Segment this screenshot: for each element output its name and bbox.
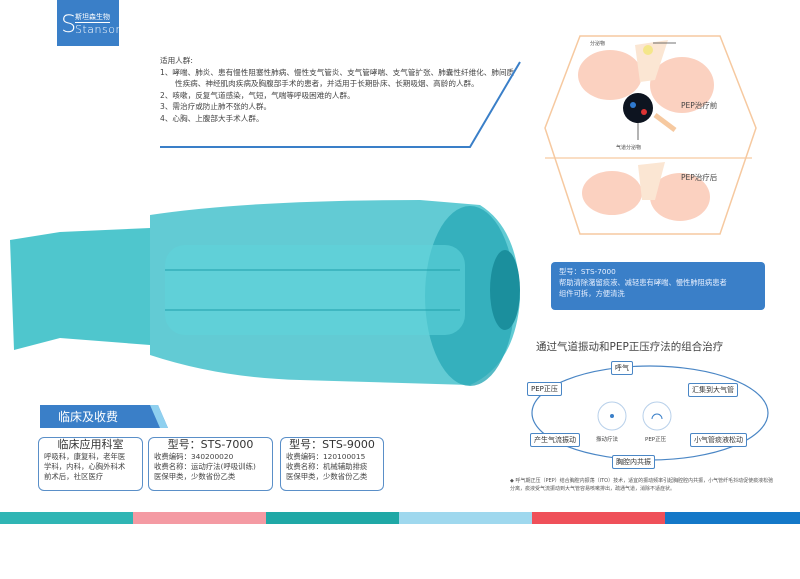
color-stripe — [0, 512, 134, 524]
therapy-footnote: ◆ 呼气期正压（PEP）结合胸腔内振荡（ITO）技术，适宜的振动频率引起胸腔腔内… — [510, 478, 774, 492]
target-group-title: 适用人群: — [160, 56, 193, 65]
target-item: 3、需治疗或防止肺不张的人群。 — [160, 102, 272, 111]
airway-secretion-label: 气道分泌物 — [616, 145, 642, 151]
node-collect: 汇集到大气管 — [688, 383, 738, 397]
vibration-icon — [597, 401, 627, 431]
brand-logo: S 斯坦森生物 Stanson — [57, 0, 122, 46]
section-bar — [40, 405, 168, 428]
card-departments: 临床应用科室 呼吸科，康复科，老年医 学科，内科，心胸外科术 前术后，社区医疗 — [38, 437, 143, 491]
node-pep: PEP正压 — [527, 382, 562, 396]
pep-device-image — [10, 200, 520, 386]
target-item: 4、心胸、上腹部大手术人群。 — [160, 113, 264, 123]
card-sts7000: 型号：STS-7000 收费编码：340200020 收费名称：运动疗法(呼吸训… — [148, 437, 273, 491]
color-stripe — [266, 512, 400, 524]
node-resonance: 胸腔内共振 — [612, 455, 655, 469]
color-stripe — [133, 512, 267, 524]
lung-before-illustration — [578, 40, 714, 140]
color-stripe — [532, 512, 666, 524]
lung-after-illustration — [582, 162, 710, 221]
node-loosen: 小气管痰液松动 — [690, 433, 747, 447]
section-title: 临床及收费 — [58, 410, 119, 424]
card-line: 收费编码：340200020 — [154, 452, 234, 461]
card-title: 临床应用科室 — [57, 438, 124, 451]
product-model: 型号：STS-7000 — [559, 267, 616, 276]
node-vibration: 产生气流振动 — [530, 433, 580, 447]
color-stripe — [665, 512, 800, 524]
before-label: PEP治疗前 — [681, 101, 718, 110]
card-line: 医保甲类，少数省份乙类 — [154, 472, 236, 481]
product-info-box: 型号：STS-7000 帮助清除潴留痰液、减轻患有哮喘、慢性肺阻病患者 组件可拆… — [551, 262, 765, 310]
product-desc: 组件可拆，方便清洗 — [559, 289, 625, 298]
product-desc: 帮助清除潴留痰液、减轻患有哮喘、慢性肺阻病患者 — [559, 278, 727, 287]
therapy-title: 通过气道振动和PEP正压疗法的组合治疗 — [536, 341, 724, 353]
pressure-gauge-icon — [642, 401, 672, 431]
color-stripe — [399, 512, 533, 524]
pep-center-label: PEP正压 — [645, 437, 667, 443]
card-line: 收费编码：120100015 — [286, 452, 366, 461]
node-exhale: 呼气 — [611, 361, 633, 375]
card-line: 收费名称：运动疗法(呼吸训练) — [154, 462, 256, 471]
card-title: 型号：STS-7000 — [167, 438, 254, 451]
after-label: PEP治疗后 — [681, 173, 718, 182]
card-line: 前术后，社区医疗 — [44, 472, 104, 481]
card-sts9000: 型号：STS-9000 收费编码：120100015 收费名称：机械辅助排痰 医… — [280, 437, 384, 491]
card-title: 型号：STS-9000 — [289, 438, 375, 451]
target-item: 2、咳嗽，反复气道感染，气短，气喘等呼吸困难的人群。 — [160, 90, 355, 100]
vibration-label: 振动疗法 — [596, 437, 619, 443]
card-line: 呼吸科，康复科，老年医 — [44, 452, 126, 461]
card-line: 收费名称：机械辅助排痰 — [286, 462, 368, 471]
target-group: 适用人群: 1、哮喘、肺炎、患有慢性阻塞性肺病、慢性支气管炎、支气管哮喘、支气管… — [160, 55, 520, 124]
secretion-label: 分泌物 — [590, 41, 606, 47]
card-line: 学科，内科，心胸外科术 — [44, 462, 126, 471]
target-item: 1、哮喘、肺炎、患有慢性阻塞性肺病、慢性支气管炎、支气管哮喘、支气管扩张、肺囊性… — [160, 67, 515, 89]
footnote-text: 呼气期正压（PEP）结合胸腔内振荡（ITO）技术，适宜的振动频率引起胸腔腔内共振… — [510, 478, 774, 492]
card-line: 医保甲类，少数省份乙类 — [286, 472, 368, 481]
